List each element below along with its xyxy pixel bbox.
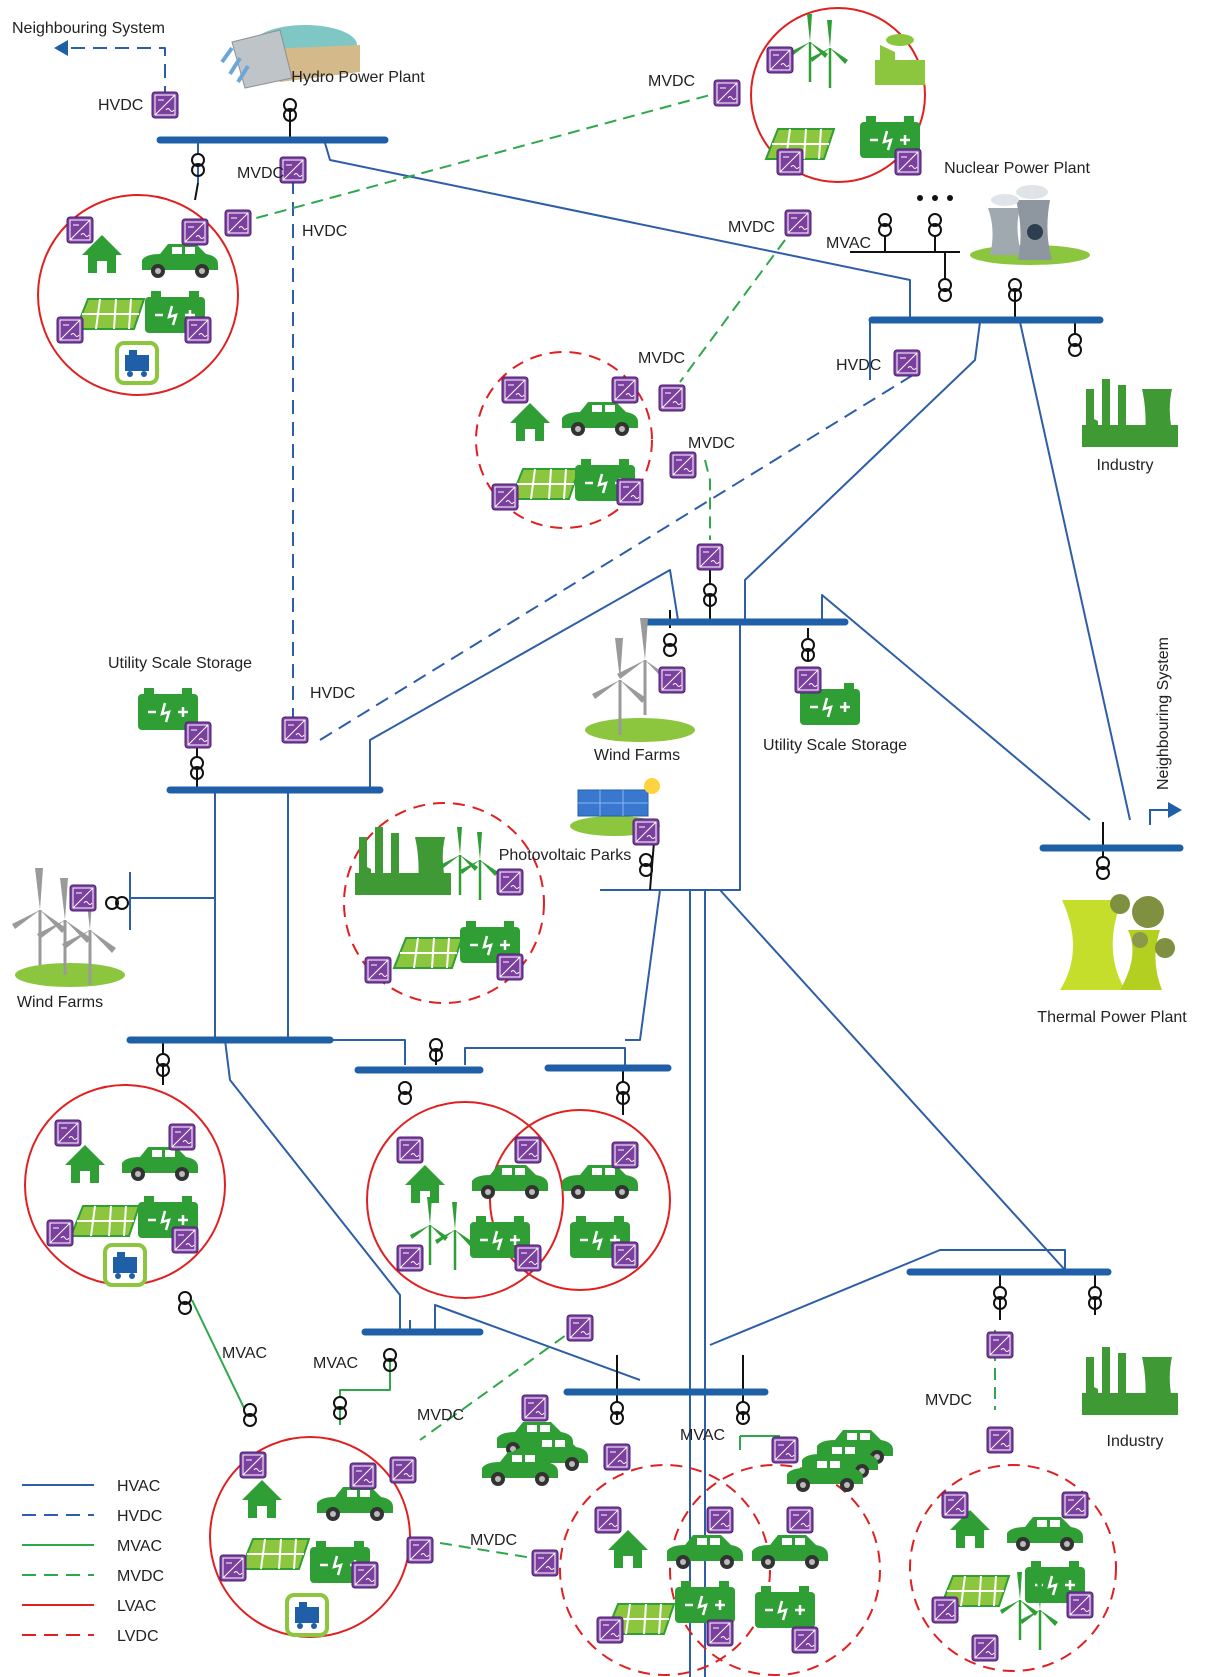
legend-label-mvac: MVAC: [117, 1538, 162, 1555]
mvac-label-1: MVAC: [826, 235, 871, 252]
green-factory-icon: [875, 34, 925, 85]
legend-label-hvac: HVAC: [117, 1478, 160, 1495]
mvdc-label-4: MVDC: [638, 350, 685, 367]
thermal-plant-label: Thermal Power Plant: [1037, 1009, 1187, 1026]
hydro-plant-label: Hydro Power Plant: [291, 69, 425, 86]
buses-layer: [126, 136, 1184, 1396]
legend-label-lvac: LVAC: [117, 1598, 156, 1615]
nuclear-plant-icon: [970, 185, 1090, 265]
labels: Neighbouring System Neighbouring System …: [12, 20, 1187, 1549]
mvdc-label-5: MVDC: [688, 435, 735, 452]
nuclear-plant-label: Nuclear Power Plant: [944, 160, 1090, 177]
legend: HVAC HVDC MVAC MVDC LVAC LVDC: [22, 1478, 164, 1645]
mvdc-label-1: MVDC: [648, 73, 695, 90]
neighbour-arrows: [54, 40, 1182, 825]
mvdc-label-2: MVDC: [237, 165, 284, 182]
mvac-label-3: MVAC: [313, 1355, 358, 1372]
more-feeders-dots: [917, 195, 953, 201]
wind-farms-label-center: Wind Farms: [594, 747, 680, 764]
utility-storage-label-right: Utility Scale Storage: [763, 737, 907, 754]
mvdc-label-7: MVDC: [470, 1532, 517, 1549]
hvdc-label-2: HVDC: [302, 223, 347, 240]
neighbouring-system-top-label: Neighbouring System: [12, 20, 165, 37]
industry-icon: [1082, 379, 1178, 1415]
wind-farm-icon: [10, 616, 695, 987]
legend-label-lvdc: LVDC: [117, 1628, 159, 1645]
mvdc-label-3: MVDC: [728, 219, 775, 236]
hvdc-label-4: HVDC: [310, 685, 355, 702]
hvdc-label-1: HVDC: [98, 97, 143, 114]
mvdc-label-8: MVDC: [925, 1392, 972, 1409]
legend-label-mvdc: MVDC: [117, 1568, 164, 1585]
mvdc-label-6: MVDC: [417, 1407, 464, 1424]
wind-farms-label-left: Wind Farms: [17, 994, 103, 1011]
lines-layer: [60, 47, 1131, 1677]
utility-storage-label-left: Utility Scale Storage: [108, 655, 252, 672]
lvac-circles: [24, 7, 926, 1638]
lvdc-circles: [343, 351, 1117, 1676]
pv-parks-label: Photovoltaic Parks: [499, 847, 632, 864]
mvac-label-2: MVAC: [222, 1345, 267, 1362]
industry-label-bottom: Industry: [1107, 1433, 1164, 1450]
industry-label-top: Industry: [1097, 457, 1154, 474]
legend-label-hvdc: HVDC: [117, 1508, 162, 1525]
hvdc-label-3: HVDC: [836, 357, 881, 374]
thermal-plant-icon: [1060, 894, 1175, 990]
neighbouring-system-right-label: Neighbouring System: [1155, 637, 1172, 790]
hydro-plant-icon: [220, 25, 360, 89]
mvac-label-4: MVAC: [680, 1427, 725, 1444]
